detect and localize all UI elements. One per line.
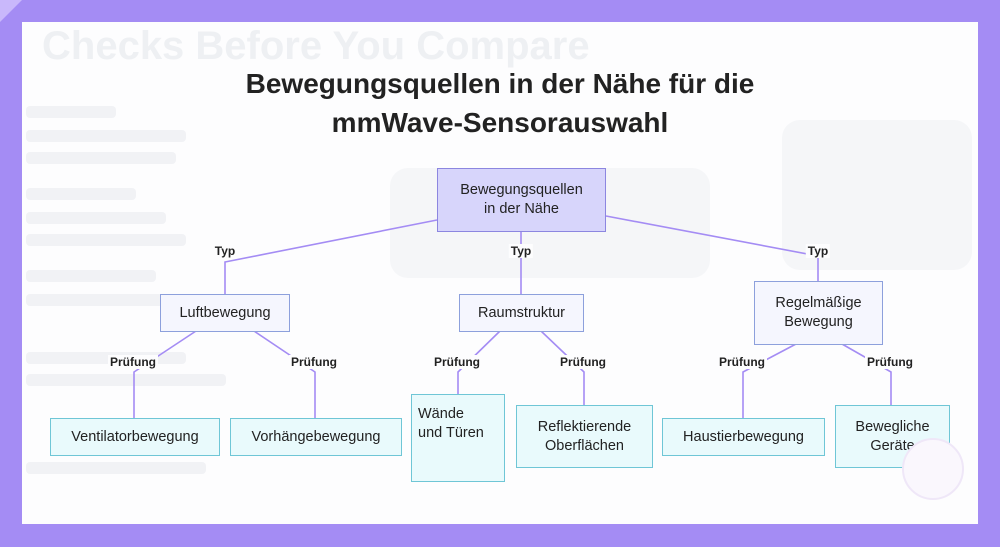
edge-label-pruefung: Prüfung	[432, 355, 482, 369]
node-waende-line-1: Wände	[418, 406, 464, 422]
background-line	[26, 294, 176, 306]
diagram-title: Bewegungsquellen in der Nähe für die mmW…	[0, 64, 1000, 142]
node-regel-line-1: Regelmäßige	[775, 295, 862, 311]
edge-label-typ: Typ	[508, 244, 534, 258]
background-line	[26, 374, 226, 386]
edge-label-pruefung: Prüfung	[558, 355, 608, 369]
node-bew-line-1: Bewegliche	[855, 418, 930, 435]
edge-label-pruefung: Prüfung	[865, 355, 915, 369]
node-waende-line-2: und Türen	[418, 425, 484, 441]
node-reflektierende-oberflaechen: Reflektierende Oberflächen	[516, 405, 653, 468]
node-regel-line-2: Bewegung	[784, 314, 853, 330]
background-line	[26, 130, 186, 142]
node-root: Bewegungsquellen in der Nähe	[437, 168, 606, 232]
edge-regel-haustier	[742, 343, 797, 418]
edge-luft-vorhaenge	[253, 330, 316, 418]
title-line-2: mmWave-Sensorauswahl	[331, 107, 669, 138]
background-line	[26, 270, 156, 282]
edge-root-luftbewegung	[224, 219, 438, 294]
node-haustierbewegung: Haustierbewegung	[662, 418, 825, 456]
edge-label-pruefung: Prüfung	[108, 355, 158, 369]
background-line	[26, 462, 206, 474]
node-regelmaessige-bewegung: Regelmäßige Bewegung	[754, 281, 883, 345]
node-luftbewegung: Luftbewegung	[160, 294, 290, 332]
edge-label-typ: Typ	[212, 244, 238, 258]
background-heading: Checks Before You Compare	[42, 24, 590, 68]
background-line	[26, 152, 176, 164]
node-root-line-1: Bewegungsquellen	[460, 182, 583, 198]
edge-raum-reflektierend	[540, 330, 585, 405]
node-refl-line-2: Oberflächen	[545, 437, 624, 454]
edge-root-regelmaessig	[605, 215, 819, 281]
background-line	[26, 188, 136, 200]
edge-luft-ventilator	[133, 330, 197, 418]
watermark-badge-icon	[902, 438, 964, 500]
node-root-line-2: in der Nähe	[484, 201, 559, 217]
node-bew-line-2: Geräte	[870, 437, 915, 454]
frame-corner-tl	[0, 0, 22, 22]
edge-label-typ: Typ	[805, 244, 831, 258]
node-vorhaengebewegung: Vorhängebewegung	[230, 418, 402, 456]
edge-regel-geraete	[841, 343, 892, 405]
background-line	[26, 234, 186, 246]
edge-label-pruefung: Prüfung	[289, 355, 339, 369]
background-line	[26, 106, 116, 118]
node-bewegliche-geraete: Bewegliche Geräte	[835, 405, 950, 468]
edge-raum-waende	[457, 330, 501, 394]
title-line-1: Bewegungsquellen in der Nähe für die	[245, 68, 755, 99]
edge-label-pruefung: Prüfung	[717, 355, 767, 369]
node-raumstruktur: Raumstruktur	[459, 294, 584, 332]
background-line	[26, 212, 166, 224]
node-refl-line-1: Reflektierende	[537, 418, 632, 435]
node-waende-tueren: Wände und Türen	[411, 394, 505, 482]
node-ventilatorbewegung: Ventilatorbewegung	[50, 418, 220, 456]
